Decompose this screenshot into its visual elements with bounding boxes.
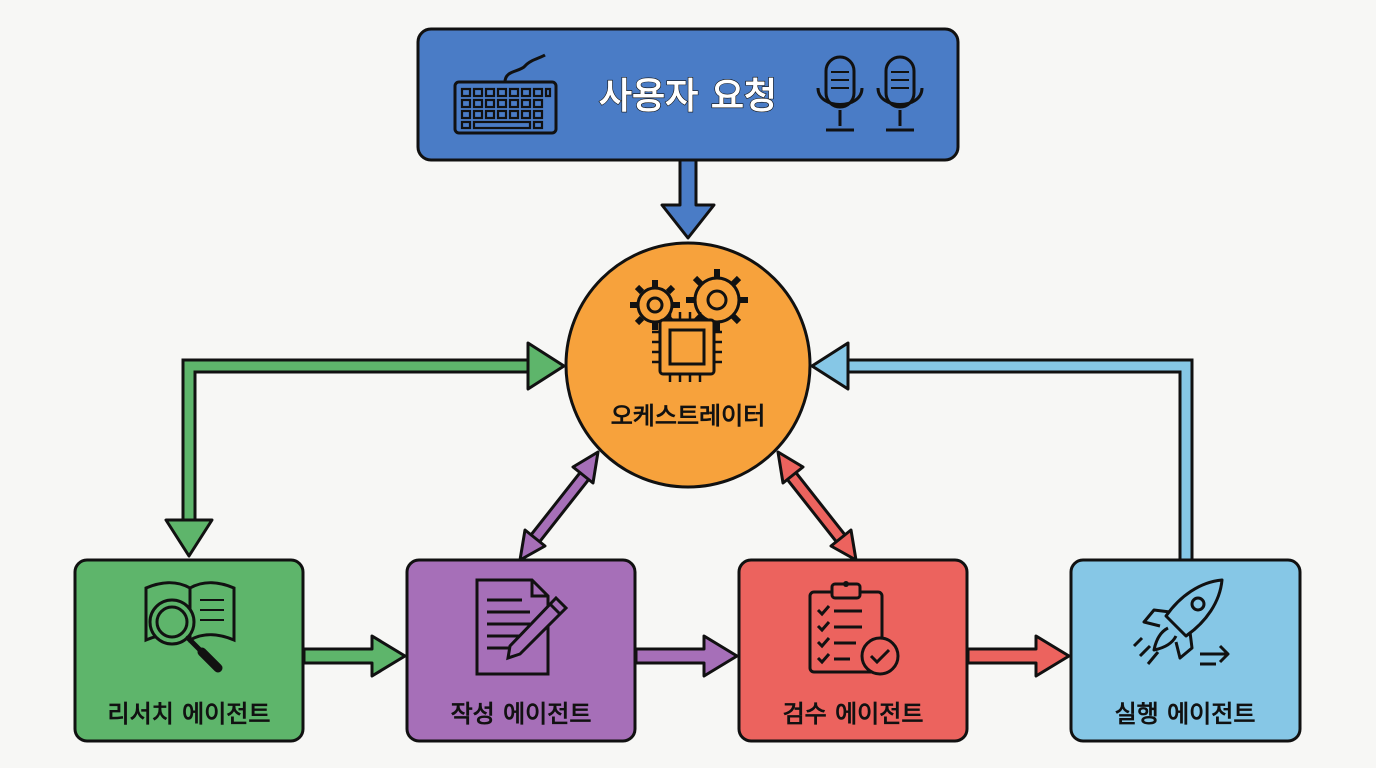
edge-user-to-orchestrator — [660, 158, 716, 240]
document-pen-icon — [475, 578, 569, 676]
writing-agent-label: 작성 에이전트 — [451, 700, 592, 728]
edge-research-writing — [302, 634, 407, 678]
user-request-label: 사용자 요청 — [599, 76, 777, 117]
rocket-icon — [1132, 578, 1230, 666]
node-user-request: 사용자 요청 — [416, 27, 960, 162]
clipboard-check-icon — [808, 581, 900, 676]
research-agent-label: 리서치 에이전트 — [108, 700, 271, 728]
node-orchestrator: 오케스트레이터 — [564, 241, 812, 489]
cpu-chip-icon — [652, 312, 722, 382]
node-research-agent: 리서치 에이전트 — [73, 558, 305, 743]
edge-execution-orchestrator — [810, 341, 1194, 560]
edge-review-execution — [966, 634, 1071, 678]
edge-orchestrator-review — [776, 450, 858, 562]
node-writing-agent: 작성 에이전트 — [405, 558, 637, 743]
book-magnifier-icon — [144, 581, 236, 673]
orchestrator-label: 오케스트레이터 — [611, 402, 766, 430]
edge-writing-review — [634, 634, 739, 678]
node-review-agent: 검수 에이전트 — [737, 558, 969, 743]
edge-orchestrator-writing — [518, 450, 600, 562]
edge-orchestrator-research — [164, 341, 566, 558]
microphone-icon — [816, 55, 864, 132]
node-execution-agent: 실행 에이전트 — [1069, 558, 1302, 743]
execution-agent-label: 실행 에이전트 — [1115, 700, 1256, 728]
review-agent-label: 검수 에이전트 — [783, 700, 924, 728]
microphone-icon — [876, 55, 924, 132]
keyboard-icon — [453, 53, 558, 135]
